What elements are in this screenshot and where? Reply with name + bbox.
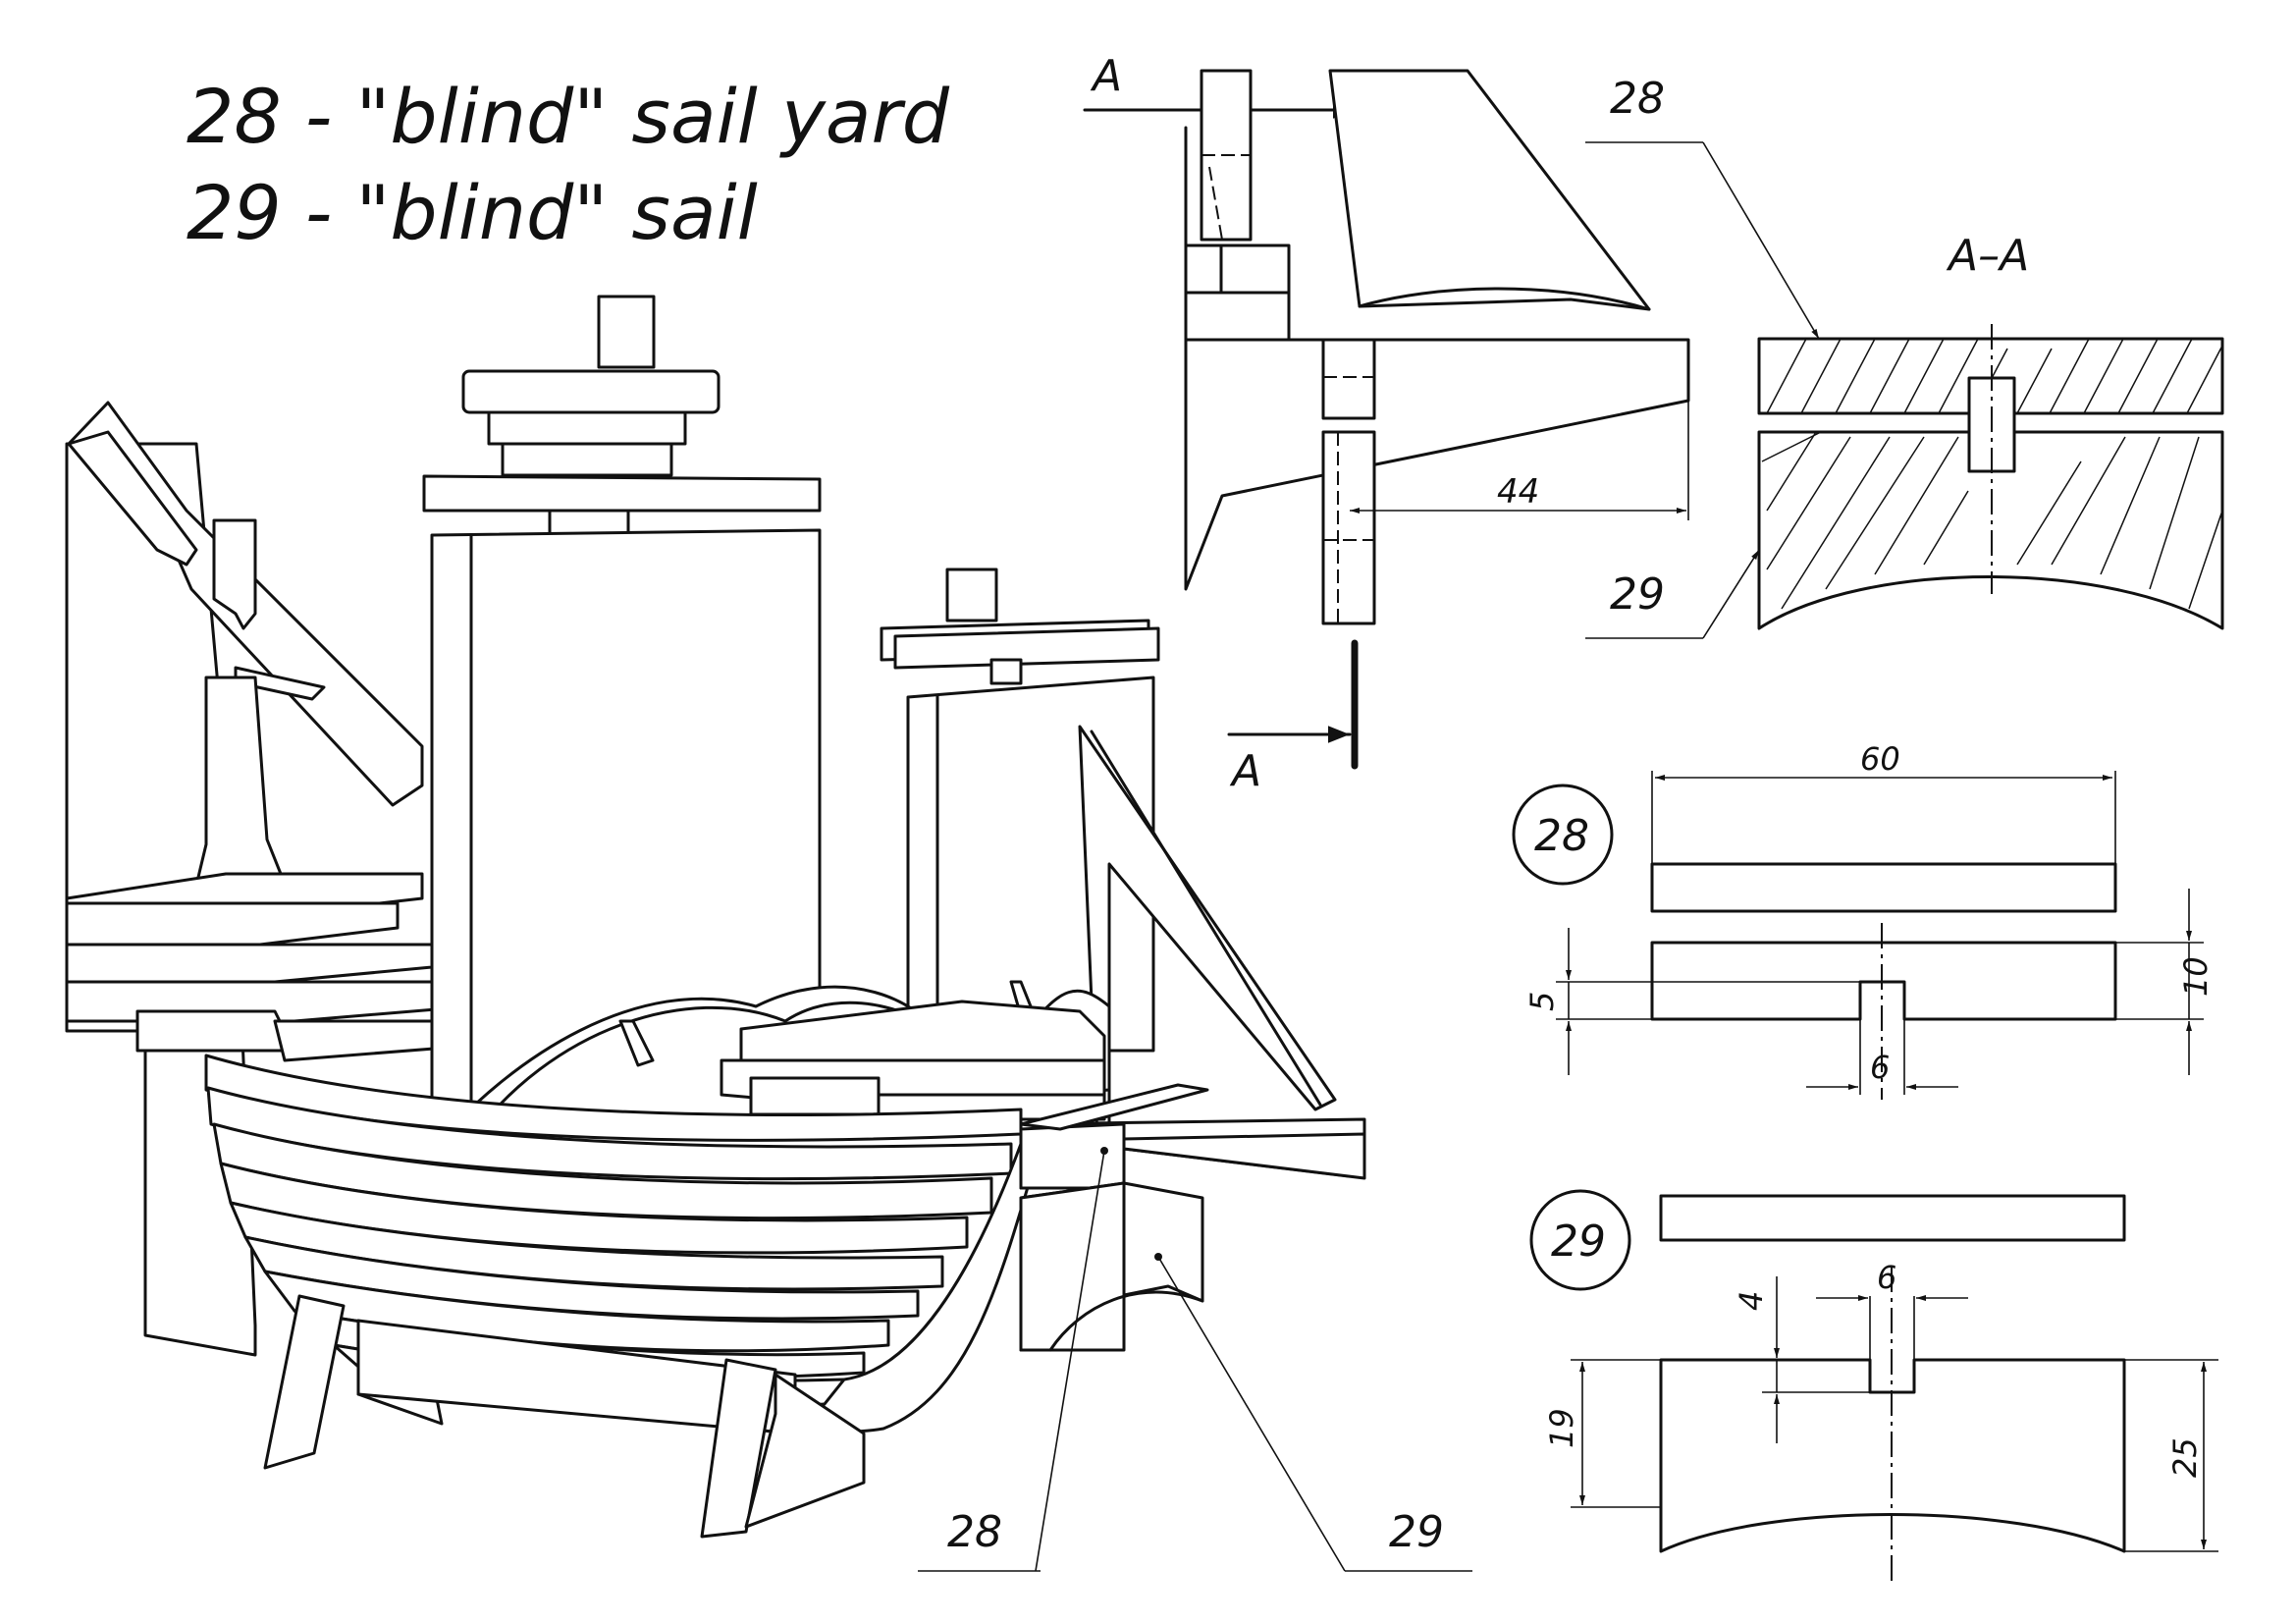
stand-right (700, 1358, 777, 1539)
dim-4: 4 (1733, 1291, 1770, 1311)
section-marker-bottom: A (1229, 746, 1261, 796)
dim-44: 44 (1497, 472, 1539, 512)
stern-plank-2 (65, 943, 434, 984)
part-28-top-view (1650, 862, 2117, 913)
assembly-blind-yard-end (1122, 1132, 1366, 1180)
section-a-a: A–A 28 29 (1585, 74, 2224, 639)
forecastle-plank-2 (749, 1076, 881, 1116)
side-step-1 (1184, 243, 1291, 295)
fore-yard (893, 626, 1160, 670)
part-legend: 28 - "blind" sail yard 29 - "blind" sail (187, 69, 949, 261)
section-callout-28: 28 (1610, 74, 1665, 124)
side-sail-stub (1321, 430, 1376, 625)
assembly-blind-sail-front (1019, 1181, 1126, 1352)
side-step-2 (1184, 291, 1291, 342)
part-29-circle (1529, 1189, 1631, 1291)
rear-diagonal-boom-inner (67, 430, 198, 567)
stern-plank-4 (135, 1009, 296, 1053)
dim-25: 25 (2166, 1437, 2204, 1478)
rear-post (212, 518, 257, 630)
waist-post (618, 1019, 655, 1067)
fore-mast-cap (945, 568, 998, 622)
legend-line-yard: 28 - "blind" sail yard (187, 73, 949, 160)
assembly-callout-29: 29 (1389, 1507, 1444, 1557)
part-29-detail: 29 6 4 19 25 (1529, 1189, 2218, 1581)
side-hull-outline (1184, 338, 1690, 591)
section-title: A–A (1946, 231, 2029, 281)
dim-19: 19 (1543, 1408, 1580, 1448)
section-callout-29: 29 (1610, 569, 1665, 620)
dim-6-part28: 6 (1870, 1049, 1890, 1086)
fore-mast-stub (989, 658, 1023, 685)
part-28-circle (1512, 784, 1614, 886)
mast-cap (597, 295, 656, 369)
crow-nest-top (461, 369, 721, 414)
side-view: A 44 A (1083, 51, 1690, 796)
assembly-callout-28: 28 (947, 1507, 1002, 1557)
section-marker-top: A (1090, 51, 1122, 101)
legend-line-sail: 29 - "blind" sail (187, 169, 758, 256)
assembly-yard-cap (1019, 1083, 1209, 1131)
part-29-top-view (1659, 1194, 2126, 1242)
crow-nest-mid (487, 410, 687, 446)
stern-plank-1 (65, 901, 400, 947)
part-29-label: 29 (1551, 1217, 1606, 1267)
crow-nest-low (501, 442, 673, 477)
part-28-front-view (1650, 941, 2117, 1021)
main-mast-stub (548, 509, 630, 536)
side-yard-stub (1321, 338, 1376, 420)
ship-assembly-view: 28 29 (65, 295, 1472, 1572)
section-sail-hatch (1761, 431, 2223, 610)
main-yard (422, 474, 822, 513)
part-28-detail: 28 60 10 5 6 (1512, 740, 2215, 1100)
dim-6-part29: 6 (1877, 1259, 1896, 1296)
part-28-label: 28 (1534, 811, 1589, 861)
stand-base-right (744, 1373, 866, 1529)
side-sail-profile (1328, 69, 1651, 311)
dim-10: 10 (2177, 956, 2215, 997)
stand-left (263, 1294, 346, 1470)
dim-5: 5 (1523, 992, 1561, 1011)
dim-60: 60 (1860, 740, 1900, 778)
assembly-blind-yard-front (1019, 1122, 1126, 1190)
